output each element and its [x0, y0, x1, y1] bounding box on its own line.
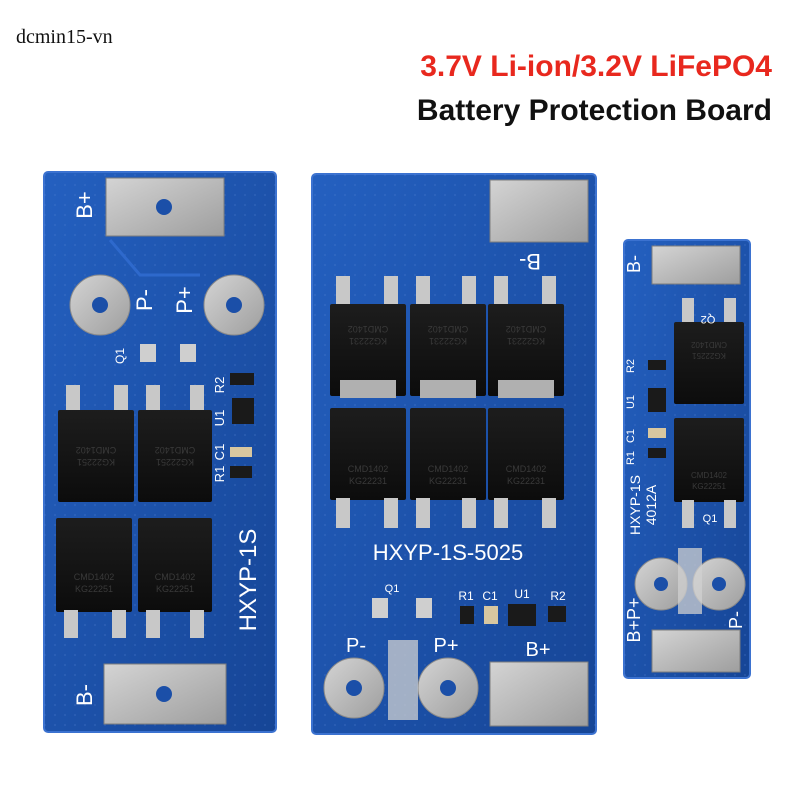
label-model: HXYP-1S — [235, 529, 262, 632]
label-b-minus: B- — [624, 255, 644, 273]
chip-marking: CMD1402 — [76, 445, 117, 455]
chip-marking: KG22231 — [429, 476, 467, 486]
chip-marking: KG22251 — [75, 584, 113, 594]
label-model: HXYP-1S-5025 — [373, 540, 523, 565]
label-p-minus: P- — [346, 635, 366, 657]
board-middle-chip-top-1: CMD1402 KG22231 — [330, 276, 406, 398]
board-left-chip-4: CMD1402 KG22251 — [138, 518, 212, 638]
board-right-chip-2: CMD1402 KG22251 — [674, 418, 744, 528]
board-right-chip-1: CMD1402 KG22251 — [674, 298, 744, 404]
board-left-chip-3: CMD1402 KG22251 — [56, 518, 132, 638]
label-r1: R1 — [458, 589, 474, 603]
label-c1: C1 — [212, 444, 227, 461]
chip-marking: CMD1402 — [155, 445, 196, 455]
label-b-plus-p-plus: B+P+ — [624, 597, 644, 642]
label-c1: C1 — [625, 429, 637, 443]
board-middle: CMD1402 KG22231 CMD1402 KG22231 CMD1402 … — [311, 173, 597, 735]
label-r1: R1 — [212, 466, 227, 483]
chip-marking: CMD1402 — [690, 340, 727, 349]
label-p-plus: P+ — [433, 635, 458, 657]
chip-marking: KG22251 — [77, 457, 115, 467]
chip-marking: KG22231 — [429, 336, 467, 346]
chip-marking: KG22251 — [692, 351, 726, 360]
chip-marking: CMD1402 — [348, 324, 389, 334]
chip-marking: CMD1402 — [428, 464, 469, 474]
chip-marking: CMD1402 — [348, 464, 389, 474]
board-left-chip-2: CMD1402 KG22251 — [138, 385, 212, 502]
chip-marking: CMD1402 — [155, 572, 196, 582]
chip-marking: CMD1402 — [74, 572, 115, 582]
chip-marking: KG22251 — [156, 457, 194, 467]
label-r2: R2 — [625, 359, 637, 373]
watermark: dcmin15-vn — [16, 26, 113, 48]
label-c1: C1 — [482, 589, 498, 603]
label-u1: U1 — [514, 587, 530, 601]
chip-marking: KG22251 — [156, 584, 194, 594]
chip-marking: CMD1402 — [428, 324, 469, 334]
label-r2: R2 — [212, 377, 227, 394]
board-left: CMD1402 KG22251 CMD1402 KG22251 CMD1402 … — [43, 171, 277, 733]
chip-marking: CMD1402 — [506, 324, 547, 334]
label-u1: U1 — [625, 395, 637, 409]
label-q1: Q1 — [113, 348, 127, 364]
label-q2: Q2 — [701, 313, 716, 325]
chip-marking: CMD1402 — [506, 464, 547, 474]
board-left-chip-1: CMD1402 KG22251 — [58, 385, 134, 502]
label-b-plus: B+ — [525, 639, 550, 661]
label-b-minus: B- — [72, 684, 97, 706]
label-r2: R2 — [550, 589, 566, 603]
board-middle-chip-top-2: CMD1402 KG22231 — [410, 276, 486, 398]
chip-marking: KG22231 — [507, 336, 545, 346]
label-b-minus: B- — [519, 249, 541, 274]
label-u1: U1 — [212, 410, 227, 427]
label-r1: R1 — [625, 451, 637, 465]
chip-marking: CMD1402 — [691, 471, 728, 480]
board-middle-chip-bottom-1: CMD1402 KG22231 — [330, 408, 406, 528]
board-middle-chip-bottom-3: CMD1402 KG22231 — [488, 408, 564, 528]
label-q1: Q1 — [703, 513, 718, 525]
label-p-minus: P- — [726, 611, 746, 629]
chip-marking: KG22231 — [349, 476, 387, 486]
board-middle-chip-bottom-2: CMD1402 KG22231 — [410, 408, 486, 528]
chip-marking: KG22251 — [692, 482, 726, 491]
label-p-plus: P+ — [172, 286, 197, 314]
label-b-plus: B+ — [72, 191, 97, 219]
chip-marking: KG22231 — [507, 476, 545, 486]
headline-line2: Battery Protection Board — [416, 94, 772, 127]
chip-marking: KG22231 — [349, 336, 387, 346]
label-model: HXYP-1S — [627, 475, 643, 535]
board-right: CMD1402 KG22251 CMD1402 KG22251 B- B+P+ … — [623, 239, 751, 679]
label-model-sub: 4012A — [643, 484, 659, 525]
label-q1: Q1 — [385, 583, 400, 595]
headline-line1: 3.7V Li-ion/3.2V LiFePO4 — [420, 50, 772, 83]
board-middle-chip-top-3: CMD1402 KG22231 — [488, 276, 564, 398]
label-p-minus: P- — [132, 289, 157, 311]
